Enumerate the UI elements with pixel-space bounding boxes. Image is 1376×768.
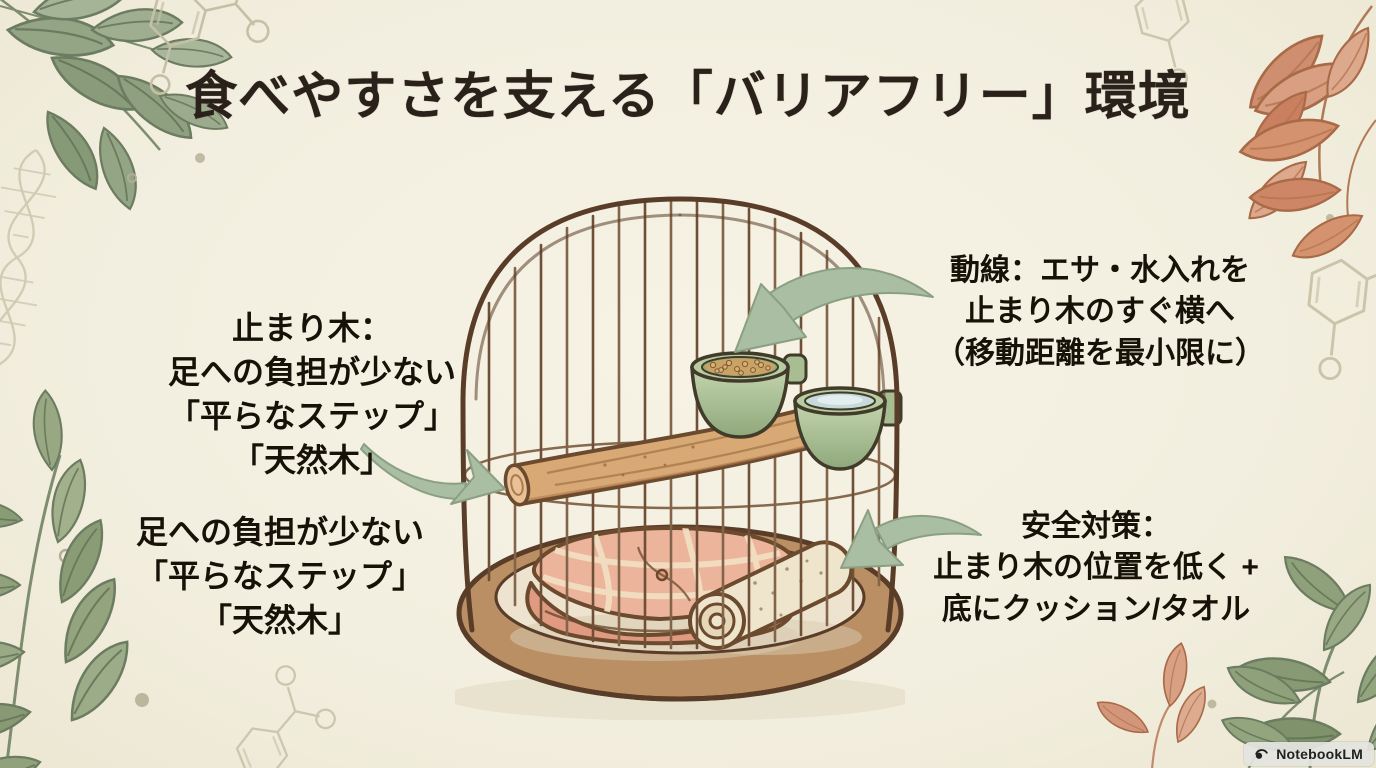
annotation-line: 足への負担が少ない (167, 354, 456, 391)
water-bowl (793, 386, 903, 471)
annotation-perch-secondary: 足への負担が少ない 「平らなステップ」 「天然木」 (104, 510, 456, 642)
page-title: 食べやすさを支える「バリアフリー」環境 (185, 68, 1191, 126)
annotation-line: 止まり木のすぐ横へ (965, 295, 1235, 329)
leaf-decoration-top-right (1232, 5, 1376, 262)
annotation-line: 「平らなステップ」 (167, 398, 456, 435)
dna-sketch (0, 148, 57, 367)
annotation-line: 止まり木： (231, 310, 392, 346)
annotation-line: 底にクッション/タオル (941, 592, 1251, 626)
annotation-line: 動線：エサ・水入れを (950, 254, 1250, 287)
annotation-line: 「天然木」 (231, 442, 392, 479)
rolled-towel (688, 540, 854, 650)
annotation-line: 「天然木」 (199, 602, 360, 639)
annotation-line: 安全対策： (1021, 510, 1171, 543)
annotation-line: 止まり木の位置を低く + (933, 551, 1259, 585)
chemical-structure-sketch (213, 654, 364, 768)
annotation-feeding-flow: 動線：エサ・水入れを 止まり木のすぐ横へ （移動距離を最小限に） (912, 250, 1288, 374)
leaf-decoration-top-left (0, 0, 235, 211)
annotation-line: （移動距離を最小限に） (935, 336, 1265, 370)
tray-front-rim (456, 612, 904, 702)
watermark-label: NotebookLM (1276, 745, 1363, 762)
notebooklm-watermark: NotebookLM (1244, 742, 1374, 766)
leaf-decoration-bottom-left (0, 388, 150, 768)
annotation-line: 足への負担が少ない (135, 514, 424, 550)
tray-inner-rim (494, 596, 866, 655)
notebooklm-logo-icon (1253, 745, 1270, 762)
food-bowl (690, 351, 808, 439)
bird-cage-illustration (455, 196, 905, 720)
seed-pellets (709, 359, 771, 376)
annotation-safety: 安全対策： 止まり木の位置を低く + 底にクッション/タオル (904, 506, 1288, 630)
annotation-line: 「平らなステップ」 (135, 558, 424, 595)
annotation-perch: 止まり木： 足への負担が少ない 「平らなステップ」 「天然木」 (120, 306, 504, 483)
